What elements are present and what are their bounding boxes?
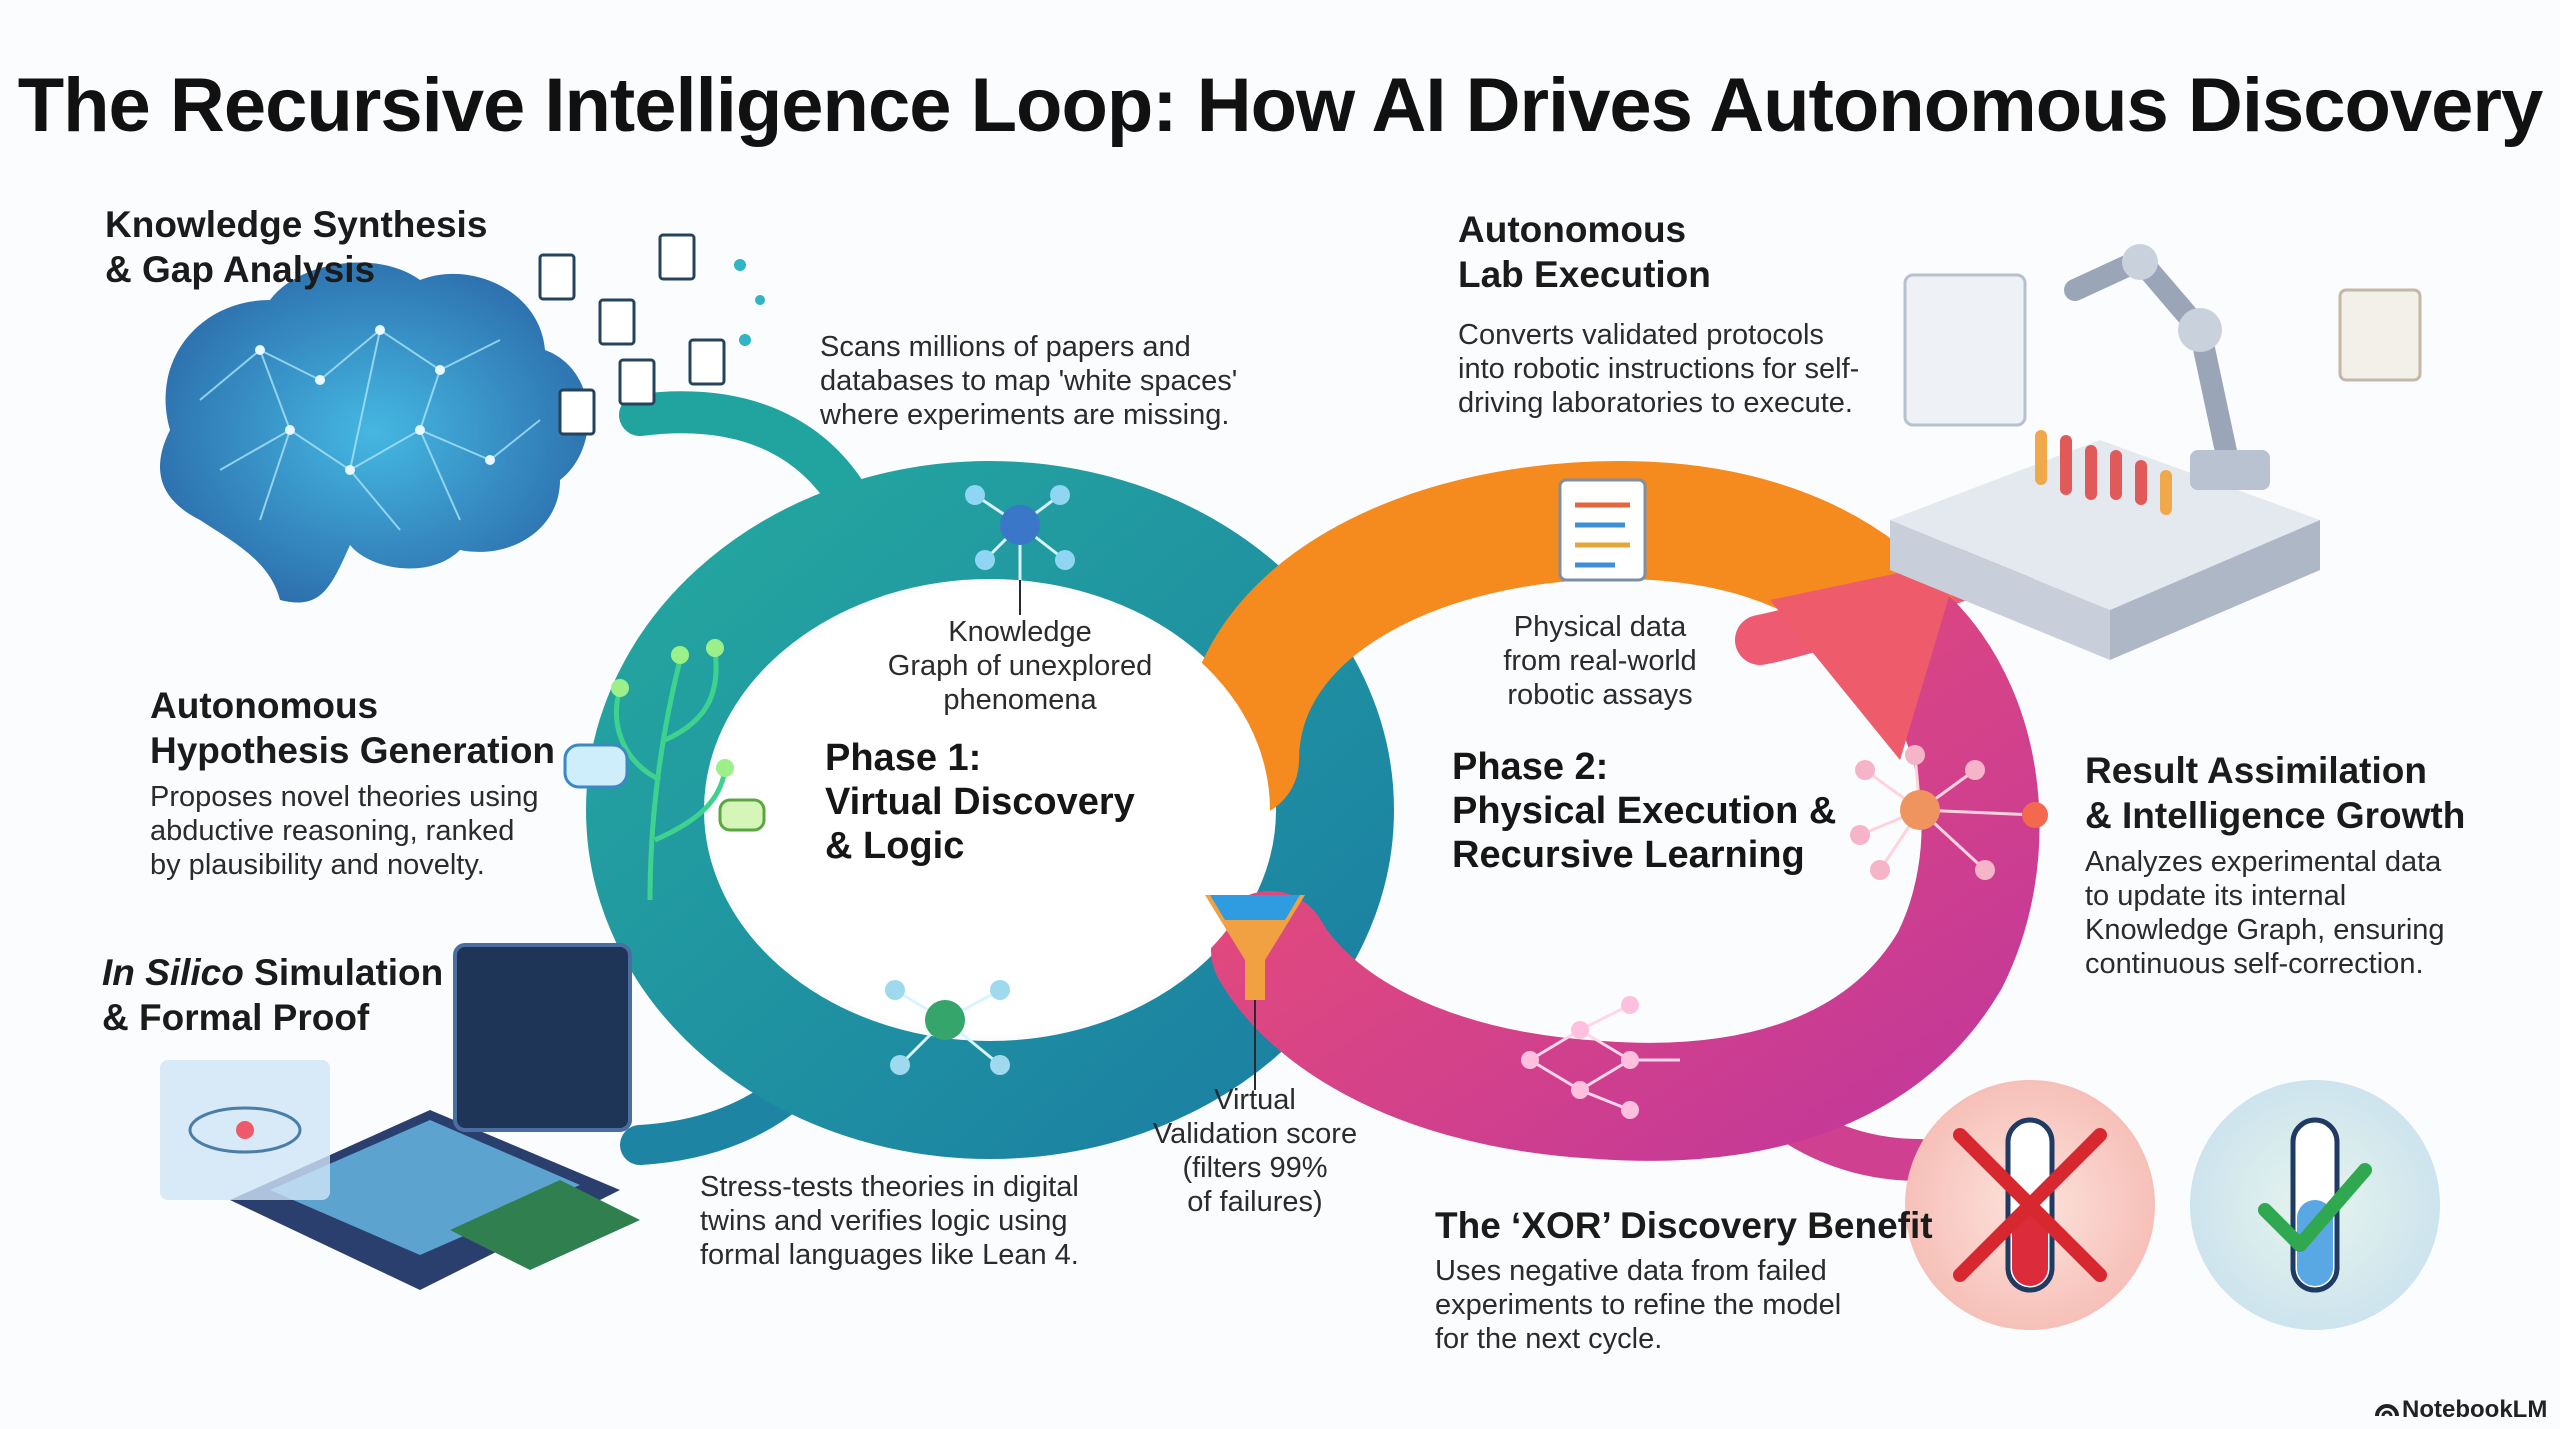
notebooklm-logo-icon — [2375, 1404, 2399, 1417]
heading-line: Result Assimilation — [2085, 750, 2427, 791]
text-line: Stress-tests theories in digital — [700, 1171, 1079, 1203]
brand-label: NotebookLM — [2402, 1396, 2548, 1423]
knowledge-synthesis-text: Scans millions of papers and databases t… — [820, 330, 1237, 432]
text-line: Uses negative data from failed — [1435, 1255, 1827, 1287]
callout-line: phenomena — [943, 684, 1097, 716]
text-line: databases to map 'white spaces' — [820, 365, 1238, 397]
test-tube-success-icon — [2190, 1080, 2440, 1330]
heading-line: & Formal Proof — [102, 997, 370, 1038]
heading-line: & Gap Analysis — [105, 249, 376, 290]
physical-data-callout: Physical data from real-world robotic as… — [1450, 610, 1750, 712]
heading-line: Autonomous — [150, 685, 379, 726]
chat-bubble-icon — [563, 743, 766, 832]
callout-line: Validation score — [1152, 1118, 1358, 1150]
lab-execution-text: Converts validated protocols into roboti… — [1458, 318, 1859, 420]
callout-line: Knowledge — [948, 616, 1092, 648]
text-line: Analyzes experimental data — [2085, 846, 2442, 878]
text-line: Converts validated protocols — [1458, 319, 1824, 351]
heading-rest: Simulation — [243, 952, 444, 993]
plant-network-icon — [613, 649, 728, 901]
text-line: formal languages like Lean 4. — [700, 1239, 1079, 1271]
callout-line: of failures) — [1187, 1186, 1323, 1218]
text-line: abductive reasoning, ranked — [150, 815, 515, 847]
heading-line: Lab Execution — [1458, 254, 1711, 295]
text-line: to update its internal — [2085, 880, 2347, 912]
xor-text: Uses negative data from failed experimen… — [1435, 1254, 1841, 1356]
text-line: Scans millions of papers and — [820, 331, 1191, 363]
text-line: for the next cycle. — [1435, 1323, 1663, 1355]
callout-line: Graph of unexplored — [887, 650, 1153, 682]
callout-line: Physical data — [1513, 611, 1687, 643]
heading-line: Autonomous — [1458, 209, 1687, 250]
assimilation-heading: Result Assimilation & Intelligence Growt… — [2085, 748, 2465, 838]
callout-line: from real-world — [1503, 645, 1697, 677]
phase-line: Physical Execution & — [1452, 790, 1837, 832]
text-line: by plausibility and novelty. — [150, 849, 485, 881]
callout-line: (filters 99% — [1182, 1152, 1328, 1184]
hypothesis-heading: Autonomous Hypothesis Generation — [150, 683, 555, 773]
heading-line: Hypothesis Generation — [150, 730, 556, 771]
simulation-heading: In Silico Simulation & Formal Proof — [102, 950, 443, 1040]
phase1-loop — [586, 461, 1394, 1159]
phase-line: & Logic — [825, 825, 965, 867]
text-line: continuous self-correction. — [2085, 948, 2424, 980]
callout-line: Virtual — [1214, 1084, 1296, 1116]
phase-line: Virtual Discovery — [825, 781, 1135, 823]
text-line: experiments to refine the model — [1435, 1289, 1842, 1321]
brain-network-icon — [160, 262, 589, 603]
text-line: Knowledge Graph, ensuring — [2085, 914, 2445, 946]
funnel-icon — [1205, 895, 1305, 1090]
heading-line: & Intelligence Growth — [2085, 795, 2466, 836]
hypothesis-text: Proposes novel theories using abductive … — [150, 780, 539, 882]
text-line: driving laboratories to execute. — [1458, 387, 1853, 419]
robot-arm-lab-icon — [1890, 244, 2422, 660]
phase-line: Phase 1: — [825, 737, 982, 779]
text-line: into robotic instructions for self- — [1458, 353, 1860, 385]
phase2-label: Phase 2: Physical Execution & Recursive … — [1452, 745, 1836, 877]
knowledge-graph-callout: Knowledge Graph of unexplored phenomena — [860, 615, 1180, 717]
xor-heading: The ‘XOR’ Discovery Benefit — [1435, 1205, 1933, 1246]
text-line: where experiments are missing. — [820, 399, 1230, 431]
phase-line: Recursive Learning — [1452, 834, 1805, 876]
lab-execution-heading: Autonomous Lab Execution — [1458, 207, 1711, 297]
heading-line: Knowledge Synthesis — [105, 204, 488, 245]
text-line: twins and verifies logic using — [700, 1205, 1068, 1237]
flow-network-icon — [1529, 1003, 1680, 1112]
test-tube-fail-icon — [1905, 1080, 2155, 1330]
phase-line: Phase 2: — [1452, 746, 1609, 788]
text-line: Proposes novel theories using — [150, 781, 539, 813]
documents-icon — [538, 233, 726, 436]
phase1-label: Phase 1: Virtual Discovery & Logic — [825, 736, 1135, 868]
heading-line: In Silico Simulation — [102, 950, 443, 995]
virtual-validation-callout: Virtual Validation score (filters 99% of… — [1120, 1083, 1390, 1219]
connector-knowledge — [619, 391, 871, 521]
knowledge-synthesis-heading: Knowledge Synthesis & Gap Analysis — [105, 202, 487, 292]
callout-line: robotic assays — [1507, 679, 1693, 711]
simulation-text: Stress-tests theories in digital twins a… — [700, 1170, 1079, 1272]
page-title: The Recursive Intelligence Loop: How AI … — [17, 63, 2544, 148]
phase2-loop-pink — [1211, 581, 2040, 1161]
heading-italic: In Silico — [102, 952, 244, 993]
chip-simulation-icon — [160, 943, 640, 1290]
loop-arrow-head — [1770, 560, 1960, 760]
assimilation-text: Analyzes experimental data to update its… — [2085, 845, 2445, 981]
protocol-document-icon — [1558, 478, 1647, 582]
